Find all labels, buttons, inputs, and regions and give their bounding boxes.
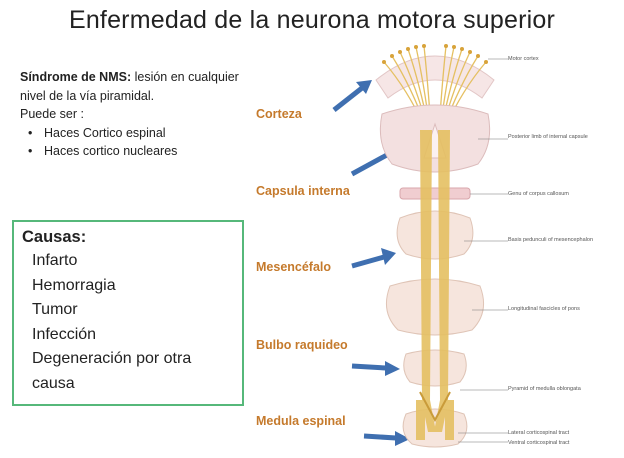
causa-item: Infección bbox=[32, 325, 97, 343]
motor-cortex-shape bbox=[375, 55, 495, 99]
corpus-callosum-band bbox=[399, 187, 471, 200]
arrow-medula-icon bbox=[363, 431, 410, 446]
intro-bullet: Haces Cortico espinal bbox=[20, 124, 250, 143]
slide-title: Enfermedad de la neurona motora superior bbox=[68, 6, 556, 34]
intro-text: Síndrome de NMS: lesión en cualquier niv… bbox=[20, 68, 250, 161]
region-label-medula-espinal: Medula espinal bbox=[256, 414, 346, 428]
region-label-corteza: Corteza bbox=[256, 107, 302, 121]
figure-label: Ventral corticospinal tract bbox=[508, 440, 570, 446]
causa-item: causa bbox=[32, 374, 75, 392]
midbrain-section bbox=[396, 210, 474, 260]
causas-box: Causas: Infarto Hemorragia Tumor Infecci… bbox=[12, 220, 244, 406]
figure-label: Lateral corticospinal tract bbox=[508, 430, 570, 436]
descending-tracts bbox=[416, 130, 454, 440]
intro-bullet-list: Haces Cortico espinal Haces cortico nucl… bbox=[20, 124, 250, 161]
medulla-section bbox=[403, 349, 467, 387]
causa-item: Degeneración por otra bbox=[32, 350, 192, 367]
figure-label: Basis pedunculi of mesencephalon bbox=[508, 237, 594, 243]
intro-heading-bold: Síndrome de NMS: bbox=[20, 70, 132, 84]
causa-item: Infarto bbox=[32, 252, 78, 269]
figure-label: Longitudinal fascicles of pons bbox=[508, 306, 580, 312]
figure-label: Motor cortex bbox=[508, 56, 539, 62]
arrow-bulbo-icon bbox=[351, 361, 400, 376]
region-label-bulbo-raquideo: Bulbo raquideo bbox=[256, 338, 348, 352]
causas-heading: Causas: bbox=[22, 228, 87, 246]
intro-puede-ser: Puede ser : bbox=[20, 107, 84, 121]
figure-leader-lines bbox=[458, 58, 508, 443]
arrow-mesencefalo-icon bbox=[351, 248, 396, 269]
intro-paragraph: Síndrome de NMS: lesión en cualquier niv… bbox=[20, 68, 250, 105]
cortex-neurons bbox=[382, 44, 488, 64]
figure-label: Posterior limb of internal capsule bbox=[508, 134, 588, 140]
intro-bullet: Haces cortico nucleares bbox=[20, 142, 250, 161]
pyramidal-tract-diagram bbox=[375, 44, 508, 448]
region-label-capsula-interna: Capsula interna bbox=[256, 184, 350, 198]
region-label-mesencefalo: Mesencéfalo bbox=[256, 260, 332, 274]
pons-section bbox=[385, 278, 485, 336]
causa-item: Tumor bbox=[32, 301, 78, 318]
intro-heading-rest: lesión en cualquier nivel de la vía pira… bbox=[20, 70, 239, 103]
arrow-corteza-icon bbox=[332, 80, 372, 112]
causa-item: Hemorragia bbox=[32, 276, 116, 294]
figure-label: Genu of corpus callosum bbox=[508, 191, 569, 197]
pyramidal-decussation bbox=[419, 391, 451, 423]
figure-label: Pyramid of medulla oblongata bbox=[508, 386, 581, 392]
